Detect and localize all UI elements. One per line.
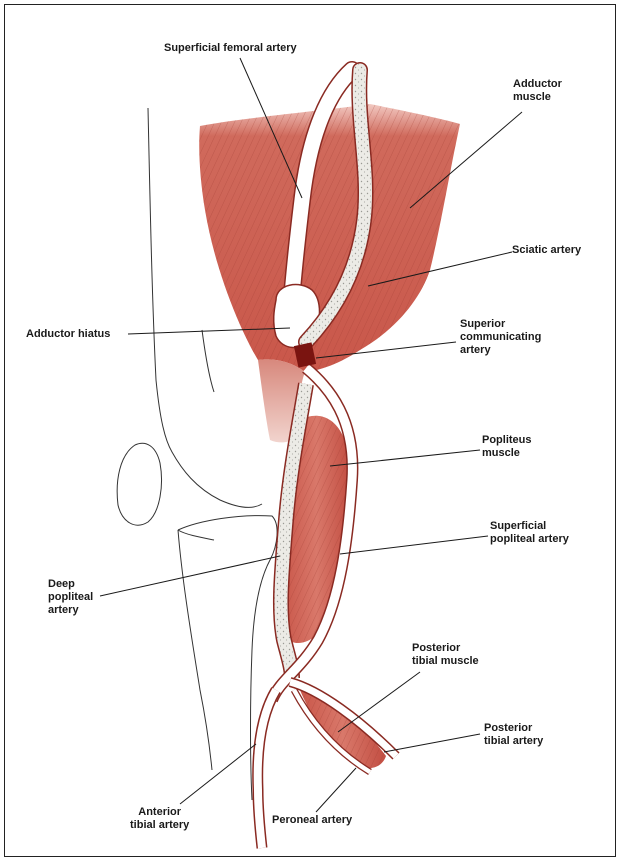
label-posterior-tibial-muscle: Posterior tibial muscle (412, 642, 479, 668)
label-peroneal-artery: Peroneal artery (272, 814, 352, 827)
leader-posterior-tibial-artery (384, 734, 480, 752)
leader-deep-popliteal-artery (100, 556, 280, 596)
label-sciatic-artery: Sciatic artery (512, 244, 581, 257)
label-adductor-hiatus: Adductor hiatus (26, 328, 110, 341)
patella-outline (117, 443, 161, 525)
leader-posterior-tibial-muscle (338, 672, 420, 732)
tibia-shaft-outline (178, 530, 212, 770)
label-superficial-femoral-artery: Superficial femoral artery (164, 42, 297, 55)
label-superficial-popliteal-artery: Superficial popliteal artery (490, 520, 569, 546)
femur-inner-outline (202, 330, 214, 392)
label-adductor-muscle: Adductor muscle (513, 78, 562, 104)
leader-peroneal-artery (316, 768, 356, 812)
label-anterior-tibial-artery: Anterior tibial artery (130, 806, 189, 832)
leader-anterior-tibial-artery (180, 744, 256, 804)
tibia-plateau-outline (178, 530, 214, 540)
label-deep-popliteal-artery: Deep popliteal artery (48, 578, 93, 617)
label-popliteus-muscle: Popliteus muscle (482, 434, 532, 460)
label-posterior-tibial-artery: Posterior tibial artery (484, 722, 543, 748)
leader-superficial-popliteal-artery (340, 536, 488, 554)
label-superior-communicating-artery: Superior communicating artery (460, 318, 541, 357)
